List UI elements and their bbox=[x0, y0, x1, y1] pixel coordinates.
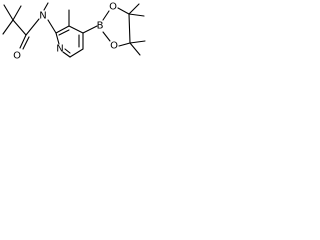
atom-label-ring-nitrogen: N bbox=[56, 44, 63, 55]
bond-boron-oxygen-bottom bbox=[102, 31, 111, 42]
bond-carbonyl-oxygen-a bbox=[19, 34, 27, 49]
bond-pinacol-methyl-3 bbox=[129, 40, 146, 44]
atom-label-ring-oxygen-bottom: O bbox=[110, 41, 118, 52]
bond-ring-c2-c3-inner bbox=[58, 29, 70, 36]
bond-nitrogen-ring bbox=[47, 19, 57, 34]
bond-ring-c2-c3 bbox=[55, 25, 70, 34]
bond-carbonyl-nitrogen bbox=[25, 18, 40, 36]
bond-tbutyl-carbonyl bbox=[12, 19, 27, 36]
bond-ring-n-c2 bbox=[55, 32, 60, 45]
bond-ring-c6-n bbox=[62, 51, 71, 58]
bond-nitrogen-methyl bbox=[43, 2, 49, 11]
bond-tbutyl-methyl-3 bbox=[2, 19, 14, 35]
atom-labels: O N N B O O bbox=[13, 2, 118, 62]
bond-pinacol-methyl-1 bbox=[128, 3, 140, 15]
atom-label-boron: B bbox=[97, 21, 104, 32]
bond-boron-oxygen-top bbox=[102, 10, 110, 21]
bond-oxygen-bottom-carbon bbox=[118, 42, 131, 47]
bond-tbutyl-methyl-1 bbox=[3, 4, 14, 21]
bond-carbonyl-oxygen-b bbox=[22, 36, 30, 50]
atom-label-ring-oxygen-top: O bbox=[109, 2, 117, 13]
bond-lines bbox=[2, 2, 146, 58]
chemical-structure-diagram: O N N B O O bbox=[2, 2, 146, 62]
bond-ring-c6-n-inner bbox=[64, 48, 71, 54]
bond-ring-c3-c4 bbox=[68, 25, 84, 34]
bond-tbutyl-methyl-2 bbox=[12, 5, 22, 21]
bond-pinacol-methyl-2 bbox=[128, 13, 145, 17]
bond-ring-c5-c6 bbox=[69, 48, 84, 58]
atom-label-carbonyl-oxygen: O bbox=[13, 51, 21, 62]
bond-ring-boron bbox=[82, 25, 98, 34]
bond-ring-carbon-carbon bbox=[128, 13, 131, 44]
bond-pinacol-methyl-4 bbox=[129, 42, 141, 56]
bond-oxygen-top-carbon bbox=[117, 7, 130, 15]
atom-label-amide-nitrogen: N bbox=[39, 11, 46, 22]
